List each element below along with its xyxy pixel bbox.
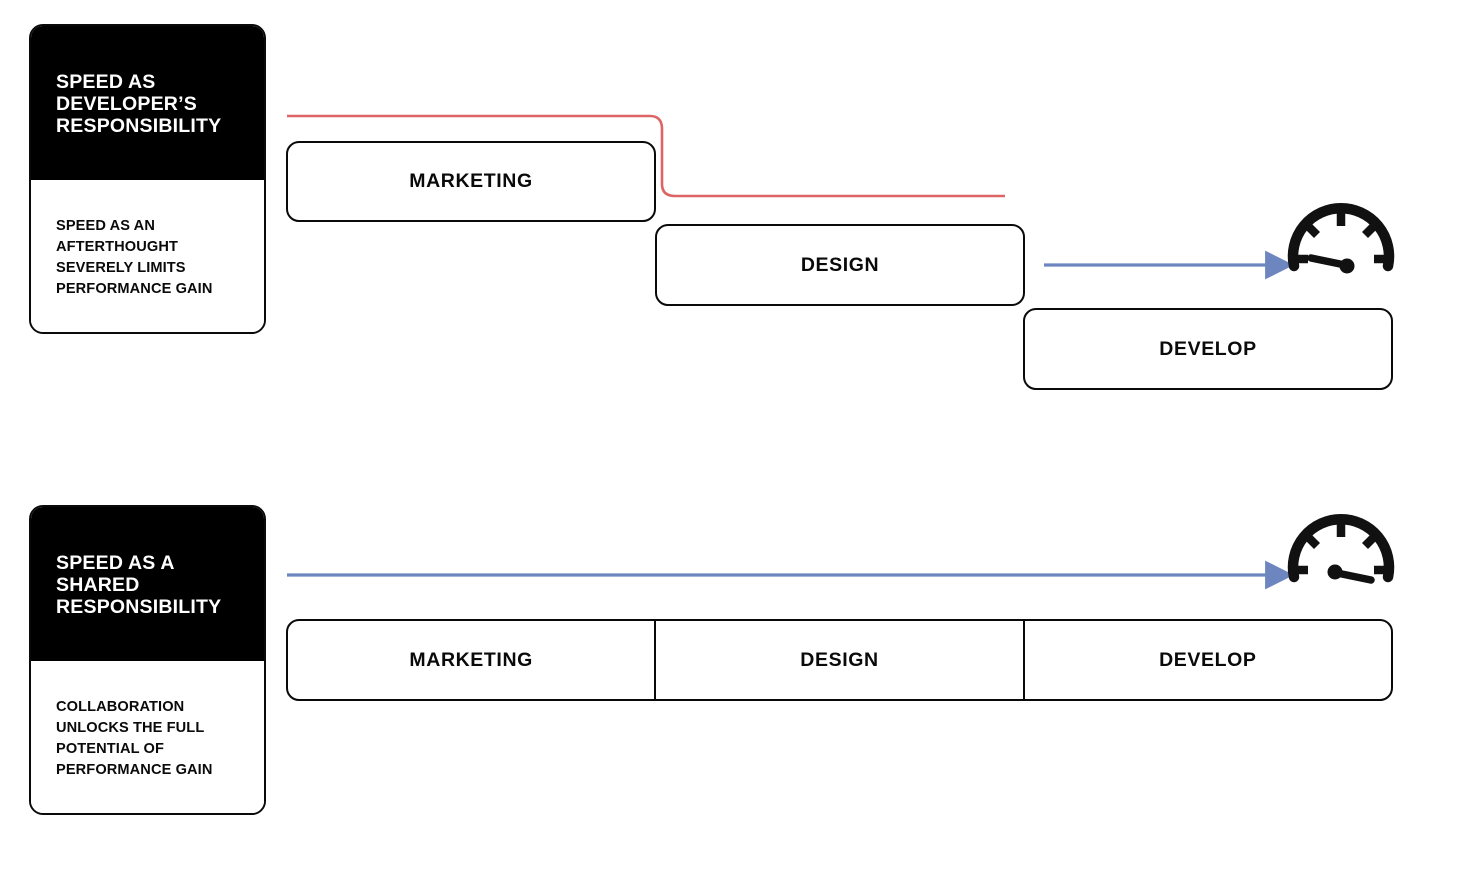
card-developer-responsibility: SPEED AS DEVELOPER’S RESPONSIBILITY SPEE… <box>29 24 266 334</box>
stage-row-parallel: MARKETING DESIGN DEVELOP <box>286 619 1393 701</box>
card-body-text: SPEED AS AN AFTERTHOUGHT SEVERELY LIMITS… <box>56 218 213 297</box>
card-heading-text: SPEED AS DEVELOPER’S RESPONSIBILITY <box>56 71 222 137</box>
stage-box-label: DESIGN <box>800 648 879 671</box>
card-shared-responsibility: SPEED AS A SHARED RESPONSIBILITY COLLABO… <box>29 505 266 815</box>
stage-box-develop-parallel[interactable]: DEVELOP <box>1022 621 1391 699</box>
card-body: COLLABORATION UNLOCKS THE FULL POTENTIAL… <box>31 661 264 813</box>
speedometer-low-icon <box>1287 203 1395 274</box>
speedometer-high-icon <box>1287 514 1395 584</box>
stage-box-design-sequential[interactable]: DESIGN <box>655 224 1025 306</box>
stage-box-label: DEVELOP <box>1159 648 1257 671</box>
stage-box-label: DESIGN <box>800 253 880 276</box>
card-body-text: COLLABORATION UNLOCKS THE FULL POTENTIAL… <box>56 699 213 778</box>
card-header: SPEED AS A SHARED RESPONSIBILITY <box>31 507 264 661</box>
stage-box-develop-sequential[interactable]: DEVELOP <box>1023 308 1393 390</box>
card-body: SPEED AS AN AFTERTHOUGHT SEVERELY LIMITS… <box>31 180 264 332</box>
stage-box-label: MARKETING <box>409 648 533 671</box>
stage-box-design-parallel[interactable]: DESIGN <box>654 621 1022 699</box>
stage-box-label: MARKETING <box>409 170 533 192</box>
stage-box-marketing-parallel[interactable]: MARKETING <box>288 621 654 699</box>
card-header: SPEED AS DEVELOPER’S RESPONSIBILITY <box>31 26 264 180</box>
stage-box-marketing-sequential[interactable]: MARKETING <box>286 141 656 222</box>
stage-box-label: DEVELOP <box>1159 337 1257 360</box>
card-heading-text: SPEED AS A SHARED RESPONSIBILITY <box>56 552 222 618</box>
